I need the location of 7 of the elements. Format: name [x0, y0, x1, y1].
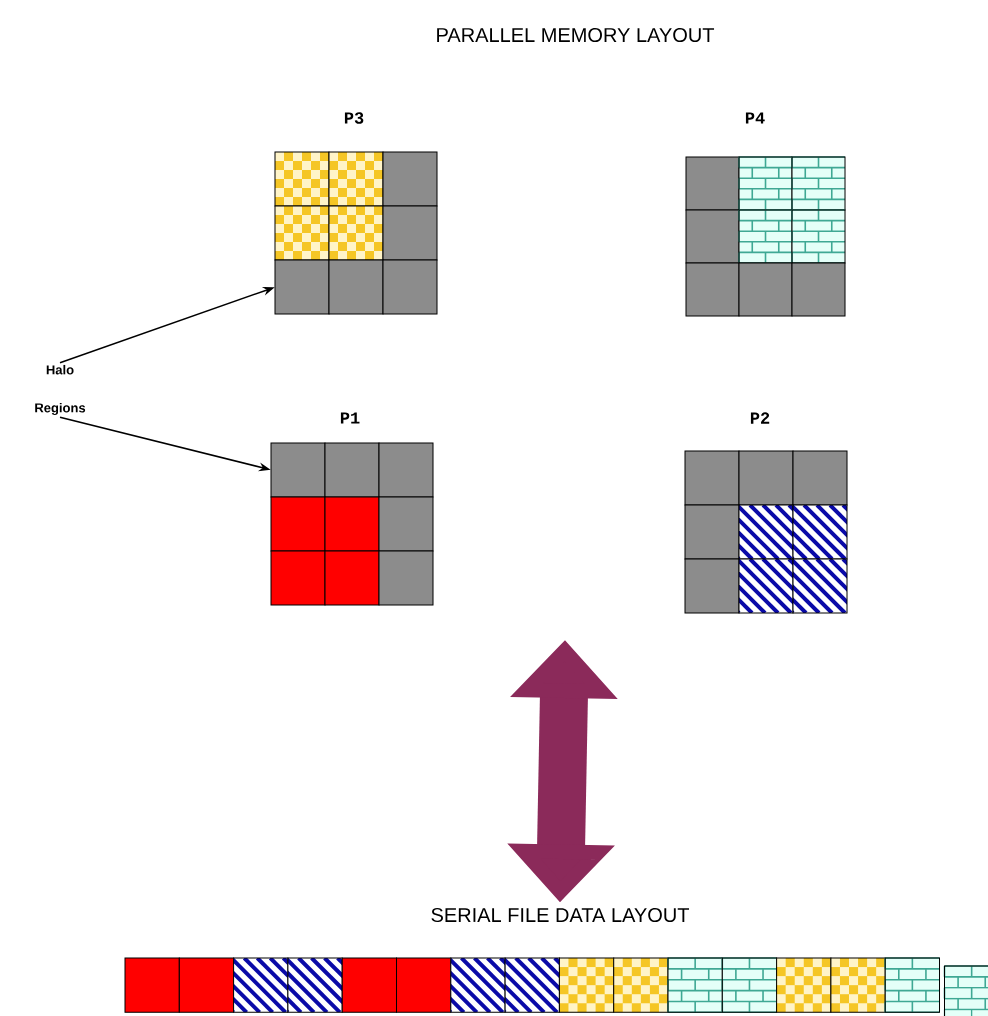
grid-heading: P1 — [340, 412, 360, 424]
diagram-title: PARALLEL MEMORY LAYOUT — [437, 27, 715, 43]
layout-heading: SERIAL FILE DATA LAYOUT — [431, 907, 690, 923]
grid-heading: P3 — [344, 112, 364, 124]
callout-text: Halo Regions — [35, 364, 86, 416]
grid-heading: P2 — [750, 412, 770, 424]
grid-heading: P4 — [745, 112, 765, 124]
